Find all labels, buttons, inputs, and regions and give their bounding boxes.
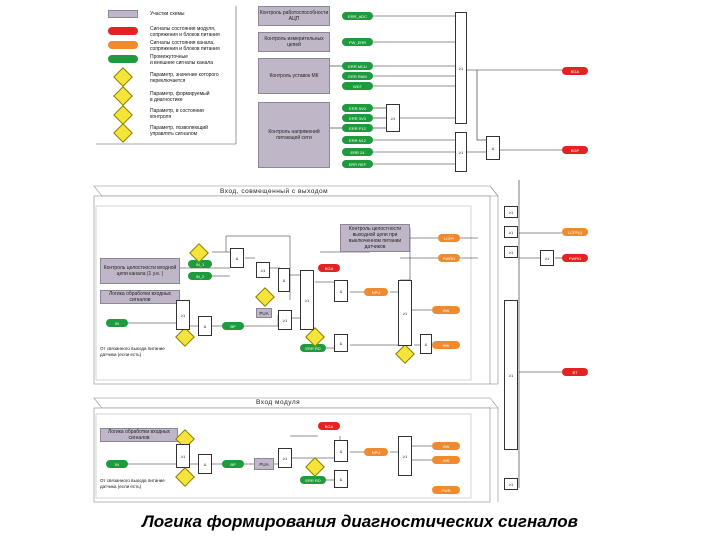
signal-err-n12: ERR N12	[342, 136, 373, 144]
gate-or: ≥1	[398, 280, 412, 346]
gate-or: ≥1	[176, 444, 190, 468]
signal-err-mcu: ERR MCU	[342, 62, 373, 70]
signal-hw-2: HW	[432, 341, 460, 349]
gate-or: ≥1	[176, 300, 190, 330]
signal-wdt: WDT	[342, 82, 373, 90]
gate-or: ≥1	[504, 206, 518, 218]
signal-err-p12: ERR P12	[342, 124, 373, 132]
signal-npu: NPU	[364, 448, 388, 456]
signal-err-3v3: ERR 3V3	[342, 114, 373, 122]
block-input-logic: Логика обработки входных сигналов	[100, 290, 180, 304]
block-input-logic-2: Логика обработки входных сигналов	[100, 428, 178, 442]
signal-err-24: ERR 24	[342, 148, 373, 156]
legend-label: Сигналы состояния канала, сопряжения и б…	[150, 40, 220, 52]
block-mcu-check: Контроль уставок МК	[258, 58, 330, 94]
gate-or: ≥1	[504, 246, 518, 258]
gate-or: ≥1	[278, 310, 292, 330]
signal-pwro: PWRO	[438, 254, 460, 262]
gate-and: &	[420, 334, 432, 354]
signal-err-rd: ERR RD	[300, 476, 326, 484]
gate-or: ≥1	[278, 448, 292, 468]
gate-or: ≥1	[504, 226, 518, 238]
panel-2-frame	[93, 397, 499, 503]
legend-swatch-orange	[108, 41, 138, 49]
legend-label: Параметр, позволяющий управлять сигналом	[150, 125, 208, 137]
gate-or: ≥1	[386, 104, 400, 132]
block-meas-check: Контроль измерительных цепей	[258, 32, 330, 52]
legend-label: Сигналы состояния модуля, сопряжения и б…	[150, 26, 220, 38]
signal-pw-err: PW_ERR	[342, 38, 373, 46]
signal-bp: BP	[222, 460, 244, 468]
gate-and: &	[278, 268, 290, 292]
gate-and: &	[334, 334, 348, 352]
gate-or: ≥1	[540, 250, 554, 266]
block-adc-check: Контроль работоспособности АЦП	[258, 6, 330, 26]
gate-and: &	[334, 280, 348, 302]
gate-and: &	[334, 470, 348, 488]
signal-err-ram: ERR RAM	[342, 72, 373, 80]
panel-1-note: От связанного выхода питание датчика (ес…	[100, 346, 165, 357]
signal-bgp: BGP	[562, 146, 588, 154]
signal-pwro: PWRO	[562, 254, 588, 262]
legend-label: Параметр, значение которого переключаетс…	[150, 72, 219, 84]
legend-label: Параметр, формируемый в диагностике	[150, 91, 210, 103]
legend-swatch-red	[108, 27, 138, 35]
signal-err-adc: ERR_ADC	[342, 12, 373, 20]
signal-npu: NPU	[364, 288, 388, 296]
block-pua: PUA	[254, 458, 274, 470]
gate-and: &	[198, 316, 212, 336]
signal-lcfp: LCFP	[438, 234, 460, 242]
signal-hw-2: HW	[432, 456, 460, 464]
gate-or: ≥1	[398, 436, 412, 476]
signal-in-1: IN_1	[188, 260, 212, 268]
signal-err-ref: ERR REF	[342, 160, 373, 168]
legend-swatch-gray	[108, 10, 138, 18]
signal-hw: HW	[432, 306, 460, 314]
legend-swatch-green	[108, 55, 138, 63]
signal-in: IN	[106, 319, 128, 327]
signal-in: IN	[106, 460, 128, 468]
signal-err-rd: ERR RD	[300, 344, 326, 352]
signal-bt: BT	[562, 368, 588, 376]
gate-or: ≥1	[504, 478, 518, 490]
signal-err-5v0: ERR 5V0	[342, 104, 373, 112]
signal-bga: BGA	[562, 67, 588, 75]
gate-and: &	[486, 136, 500, 160]
legend-label: Параметр, в состоянии контроля	[150, 108, 204, 120]
panel-2-title: Вход модуля	[256, 399, 301, 406]
panel-2-note: От связанного выхода питание датчика (ес…	[100, 478, 165, 489]
signal-bga: BGA	[318, 264, 340, 272]
gate-or: ≥1	[504, 300, 518, 450]
block-power-check: Контроль напряжений питающей сети	[258, 102, 330, 168]
gate-and: &	[334, 440, 348, 462]
gate-or: ≥1	[300, 270, 314, 330]
block-pua: PUA	[256, 308, 272, 318]
page-caption: Логика формирования диагностических сигн…	[142, 512, 578, 531]
legend-label: Промежуточные и внешние сигналы канала	[150, 54, 213, 66]
gate-or: ≥1	[455, 12, 467, 124]
legend-label: Участки схемы	[150, 11, 185, 17]
gate-or: ≥1	[256, 262, 270, 278]
panel-1-title: Вход, совмещенный с выходом	[220, 188, 329, 195]
signal-bga: BGA	[318, 422, 340, 430]
signal-bp: BP	[222, 322, 244, 330]
signal-lcfp: LCFP(I)	[562, 228, 588, 236]
gate-and: &	[230, 248, 244, 268]
signal-pwr: PWR	[432, 486, 460, 494]
gate-or: ≥1	[455, 132, 467, 172]
signal-hw: HW	[432, 442, 460, 450]
signal-in-2: IN_2	[188, 272, 212, 280]
gate-and: &	[198, 454, 212, 474]
block-output-integrity: Контроль целостности выходной цепи при в…	[340, 224, 410, 252]
block-input-integrity: Контроль целостности входной цепи канала…	[100, 258, 180, 284]
